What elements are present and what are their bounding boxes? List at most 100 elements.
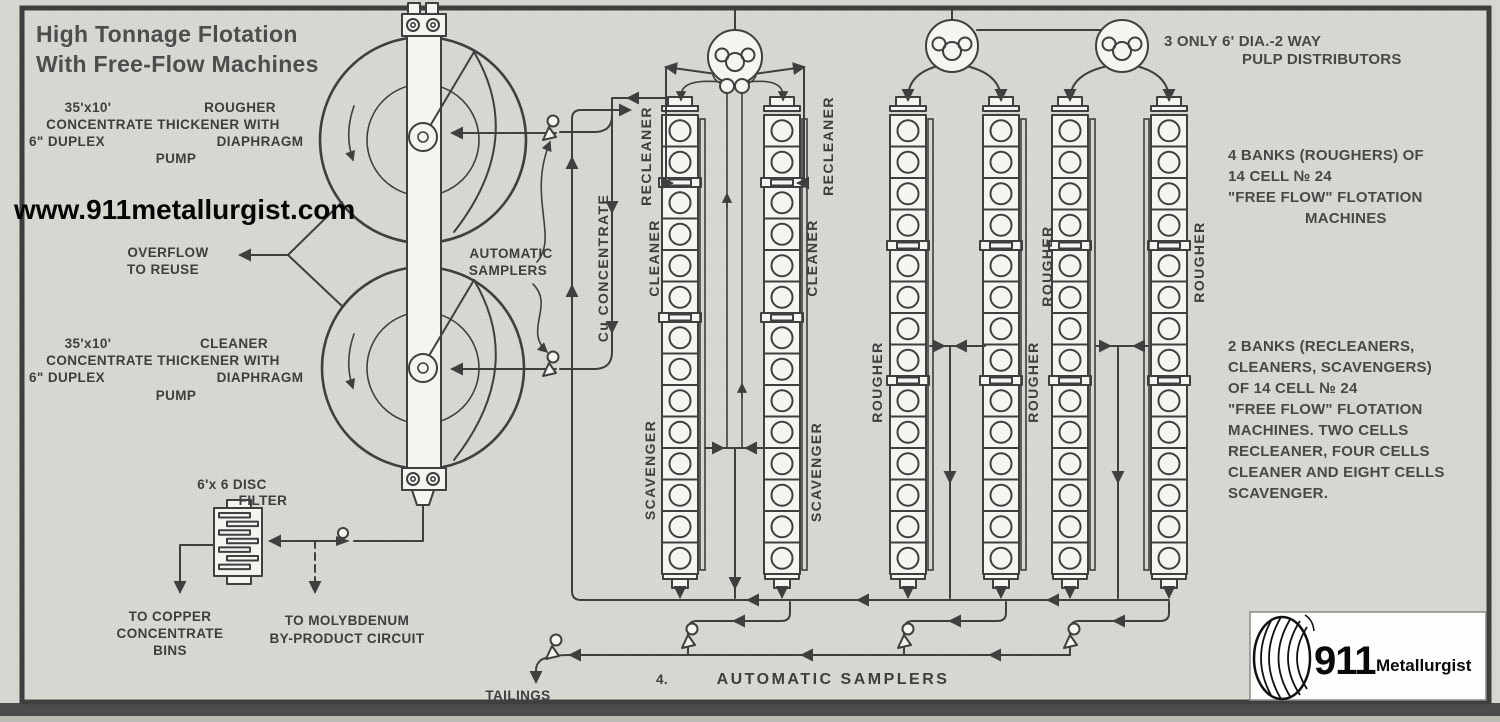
bank1-label-cleaner: CLEANER xyxy=(646,219,662,296)
to-moly-line1: TO MOLYBDENUM xyxy=(285,613,409,628)
cell-impeller-icon xyxy=(770,191,794,215)
cell-impeller-icon xyxy=(989,420,1013,444)
diagram-shape xyxy=(1095,19,1149,73)
diagram-shape xyxy=(681,634,696,649)
cell-impeller-icon xyxy=(1058,119,1082,143)
logo-number: 911 xyxy=(1314,639,1376,683)
rotation-arrow-icon xyxy=(345,333,356,390)
pipe-segment xyxy=(747,80,789,102)
pipe-segment xyxy=(965,65,1008,102)
cleaner-thickener-line2: CONCENTRATE THICKENER WITH xyxy=(46,353,280,368)
cell-impeller-icon xyxy=(668,389,692,413)
diagram-shape xyxy=(429,475,436,482)
diagram-shape xyxy=(226,537,259,545)
cell-impeller-icon xyxy=(989,150,1013,174)
cell-impeller-icon xyxy=(1157,515,1181,539)
cell-feed-box-inner xyxy=(1157,376,1181,385)
pipe-segment xyxy=(611,97,669,353)
cleaner-note-line1: 2 BANKS (RECLEANERS, xyxy=(1228,338,1415,355)
cell-impeller-icon xyxy=(1157,420,1181,444)
cell-impeller-icon xyxy=(668,150,692,174)
cell-impeller-icon xyxy=(1157,483,1181,507)
thickener-bridge xyxy=(406,13,442,471)
bank4-label-rougher: ROUGHER xyxy=(1025,341,1041,422)
bank-launder-rail xyxy=(1020,118,1027,571)
pipe-segment xyxy=(453,51,497,233)
cell-impeller-icon xyxy=(896,254,920,278)
pipe-segment xyxy=(1268,616,1282,700)
pipe-segment xyxy=(1260,618,1273,698)
cell-impeller-icon xyxy=(896,348,920,372)
911metallurgist-logo[interactable]: 911 Metallurgist xyxy=(1249,611,1487,701)
thickener-drive-bottom xyxy=(401,467,447,506)
cell-impeller-icon xyxy=(1157,182,1181,206)
cleaner-note-line4: "FREE FLOW" FLOTATION xyxy=(1228,401,1423,418)
cell-impeller-icon xyxy=(668,515,692,539)
cell-impeller-icon xyxy=(770,285,794,309)
bank2-label-recleaner: RECLEANER xyxy=(820,96,836,196)
cleaner-thickener-line4: PUMP xyxy=(156,388,197,403)
disc-filter-label-line1: 6'x 6 DISC xyxy=(197,477,267,492)
cell-impeller-icon xyxy=(1058,213,1082,237)
tailings-label: TAILINGS xyxy=(485,688,550,703)
pipe-segment xyxy=(664,62,717,75)
automatic-sampler-symbols xyxy=(542,114,1081,660)
cleaner-note-line2: CLEANERS, SCAVENGERS) xyxy=(1228,359,1432,376)
rougher-thickener-line3a: 6" DUPLEX xyxy=(29,134,105,149)
bank-1-foot xyxy=(671,578,689,589)
cell-impeller-icon xyxy=(1058,546,1082,570)
rougher-thickener-size: 35'x10' xyxy=(65,100,112,115)
thickener-pivots xyxy=(408,122,438,383)
rougher-note-line2: 14 CELL № 24 xyxy=(1228,168,1332,185)
sampler-icon xyxy=(546,114,560,128)
rougher-thickener-line3b: DIAPHRAGM xyxy=(217,134,304,149)
bank-5-foot xyxy=(1061,578,1079,589)
cell-impeller-icon xyxy=(1157,389,1181,413)
pipe-segment xyxy=(901,65,939,102)
pipe-segment xyxy=(173,544,215,594)
scan-shadow-band xyxy=(0,703,1500,716)
bank-5-cap-flange xyxy=(1051,105,1089,112)
cell-impeller-icon xyxy=(1058,515,1082,539)
cell-impeller-icon xyxy=(1157,150,1181,174)
cell-impeller-icon xyxy=(1058,348,1082,372)
cleaner-thickener-size: 35'x10' xyxy=(65,336,112,351)
cell-impeller-icon xyxy=(1157,254,1181,278)
pipe-segment xyxy=(559,115,613,133)
pipe-segment xyxy=(675,80,722,102)
diagram-shape xyxy=(409,475,416,482)
diagram-shape xyxy=(1112,41,1132,61)
pipe-segment xyxy=(429,279,475,355)
cell-impeller-icon xyxy=(668,285,692,309)
cell-impeller-icon xyxy=(896,285,920,309)
cell-impeller-icon xyxy=(1058,483,1082,507)
cell-impeller-icon xyxy=(770,546,794,570)
cell-impeller-icon xyxy=(1058,317,1082,341)
cell-feed-box-inner xyxy=(770,178,794,187)
bank6-label-rougher: ROUGHER xyxy=(1191,221,1207,302)
cell-impeller-icon xyxy=(896,213,920,237)
bank-6-cap-flange xyxy=(1150,105,1188,112)
bank-4-cap-flange xyxy=(982,105,1020,112)
cleaner-note-line6: RECLEANER, FOUR CELLS xyxy=(1228,443,1430,460)
diagram-shape xyxy=(218,563,251,571)
cell-feed-box-inner xyxy=(668,313,692,322)
pipe-segment xyxy=(1277,617,1292,699)
cell-impeller-icon xyxy=(770,389,794,413)
thickener-rakes xyxy=(345,51,497,461)
cell-impeller-icon xyxy=(989,483,1013,507)
pipe-segment xyxy=(532,283,549,354)
cell-impeller-icon xyxy=(668,254,692,278)
sampler-icon xyxy=(685,622,699,636)
cell-impeller-icon xyxy=(896,119,920,143)
diagram-shape xyxy=(409,21,416,28)
cell-impeller-icon xyxy=(668,357,692,381)
diagram-shape xyxy=(218,546,251,553)
mid-samplers-label-line1: AUTOMATIC xyxy=(469,246,552,261)
pipe-segment xyxy=(353,504,424,542)
bottom-samplers-label: AUTOMATIC SAMPLERS xyxy=(717,671,950,688)
diagram-title-line1: High Tonnage Flotation xyxy=(36,21,298,47)
rougher-note-line3: "FREE FLOW" FLOTATION xyxy=(1228,189,1423,206)
cell-impeller-icon xyxy=(896,420,920,444)
